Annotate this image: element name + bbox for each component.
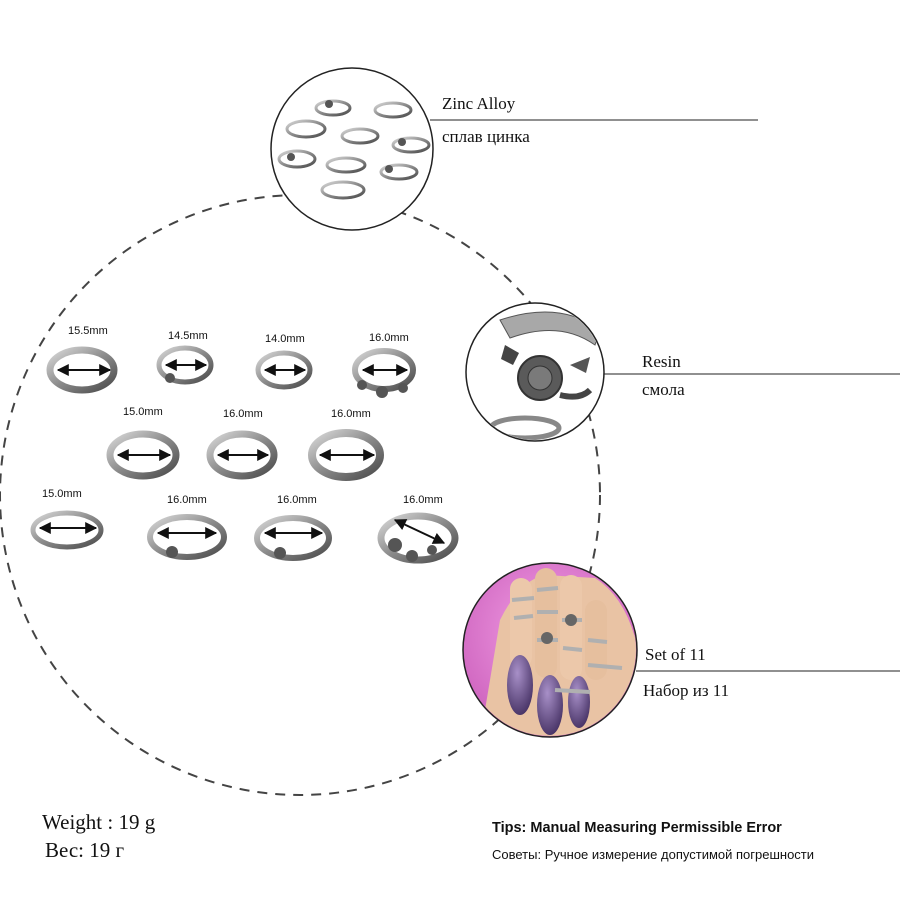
material-ru-zinc: сплав цинка [442,127,530,146]
size-label: 15.0mm [123,406,163,418]
size-label: 14.0mm [265,333,305,345]
zinc-alloy-circle [270,67,434,231]
material-en-zinc: Zinc Alloy [442,94,516,113]
size-label: 15.0mm [42,488,82,500]
weight-ru: Вес: 19 г [45,838,125,862]
size-label: 14.5mm [168,330,208,342]
rings-grid [30,345,459,564]
tips-en: Tips: Manual Measuring Permissible Error [492,820,782,836]
tips-ru: Советы: Ручное измерение допустимой погр… [492,847,815,862]
set-ru-label: Набор из 11 [643,681,730,700]
size-label: 16.0mm [167,494,207,506]
size-label: 16.0mm [331,408,371,420]
material-ru-resin: смола [642,380,685,399]
size-label: 16.0mm [369,332,409,344]
measure-arrows [38,359,446,544]
weight-en: Weight : 19 g [42,810,156,834]
size-label: 16.0mm [277,494,317,506]
size-label: 15.5mm [68,325,108,337]
material-en-resin: Resin [642,352,681,371]
set-en-label: Set of 11 [645,645,706,664]
size-label: 16.0mm [403,494,443,506]
size-label: 16.0mm [223,408,263,420]
